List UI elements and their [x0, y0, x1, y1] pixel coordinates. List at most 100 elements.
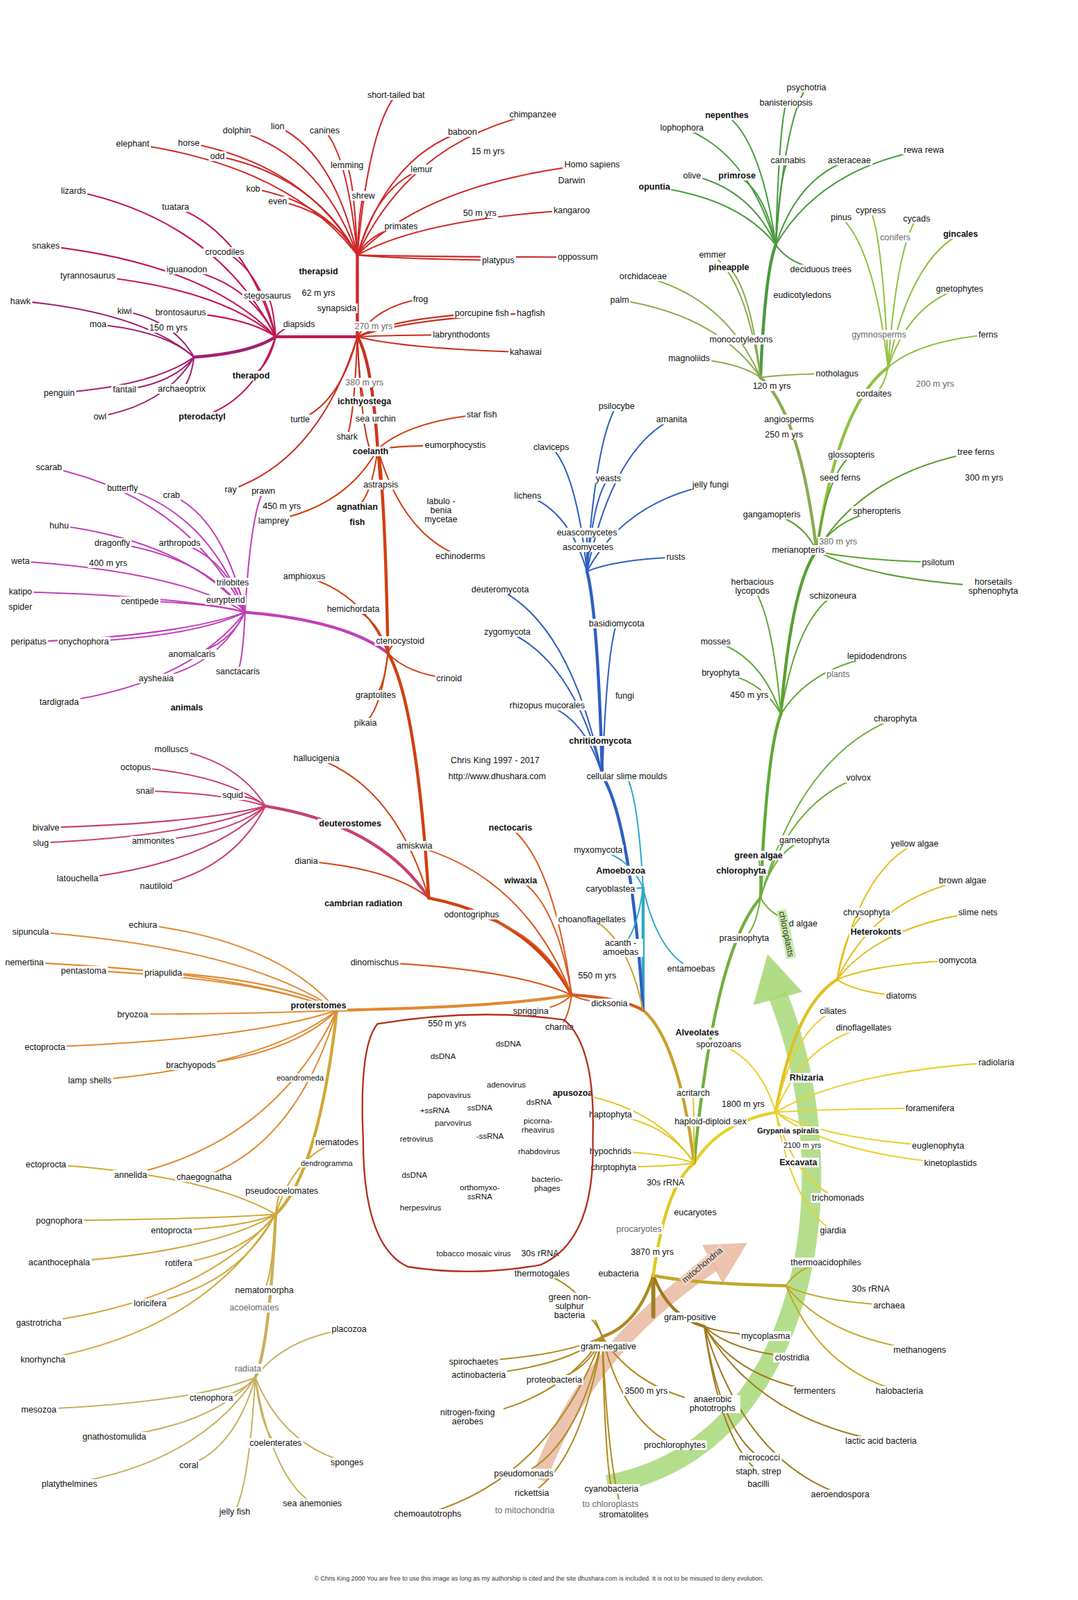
tree-label: sea urchin: [354, 413, 398, 424]
tree-label: cordaites: [855, 388, 894, 399]
branch-line: [591, 919, 643, 1011]
branch-line: [775, 87, 807, 245]
tree-label: nepenthes: [703, 110, 751, 121]
tree-label: sea anemonies: [281, 1498, 344, 1509]
tree-label: charnia: [543, 1022, 576, 1033]
tree-label: bivalve: [31, 823, 62, 833]
tree-label: palm: [609, 295, 631, 305]
tree-label: star fish: [465, 409, 499, 420]
tree-label: acritarch: [675, 1088, 712, 1099]
branch-line: [786, 1285, 920, 1351]
tree-label: apusozoa: [551, 1088, 595, 1099]
virus-label: dsDNA: [495, 1039, 522, 1049]
tree-label: platypus: [480, 255, 517, 266]
branch-line: [316, 758, 430, 899]
branch-line: [59, 612, 245, 703]
tree-label: kangaroo: [552, 205, 592, 216]
tree-label: amphioxus: [282, 571, 327, 582]
mitochondria-arrow: [539, 1263, 715, 1481]
tree-label: annelida: [112, 1170, 148, 1181]
tree-label: procaryotes: [614, 1224, 663, 1235]
chloroplast-arrowhead: [753, 954, 803, 1006]
branch-line: [520, 880, 572, 996]
branch-line: [357, 169, 422, 255]
tree-label: oomycota: [936, 955, 978, 966]
tree-label: lamprey: [256, 516, 291, 526]
tree-label: moa: [88, 319, 108, 330]
tree-label: micrococci: [737, 1453, 782, 1463]
branch-line: [816, 550, 939, 562]
tree-label: butterfly: [105, 483, 139, 494]
branch-line: [202, 336, 276, 417]
tree-label: snail: [134, 786, 156, 796]
tree-label: orchidaceae: [618, 271, 669, 282]
branch-line: [191, 1010, 337, 1066]
branch-line: [523, 1337, 603, 1474]
tree-label: kob: [244, 184, 262, 194]
tree-label: bacilli: [745, 1479, 771, 1490]
branch-line: [760, 718, 896, 899]
tree-label: labrynthodonts: [431, 329, 492, 340]
tree-label: short-tailed bat: [366, 90, 427, 101]
tree-label: trichomonads: [810, 1193, 866, 1204]
tree-label: pseudocoelomates: [243, 1186, 320, 1197]
branch-line: [836, 912, 867, 981]
tree-label: mosses: [699, 636, 733, 647]
tree-label: yeasts: [594, 473, 623, 484]
tree-label: primrose: [716, 170, 758, 181]
tree-label: scarab: [34, 462, 64, 473]
virus-label: herpesvirus: [399, 1203, 442, 1213]
tree-label: schizoneura: [808, 591, 858, 601]
branch-line: [365, 652, 388, 723]
tree-label: prasinophyta: [718, 933, 771, 944]
tree-label: huhu: [47, 520, 71, 531]
branch-line: [132, 1010, 337, 1015]
branch-line: [736, 175, 776, 246]
tree-label: magnoliids: [666, 353, 712, 364]
tree-label: gnathostomulida: [81, 1432, 148, 1442]
branch-line: [682, 127, 776, 246]
tree-label: 550 m yrs: [426, 1018, 468, 1029]
trunk-line: [428, 898, 572, 996]
branch-line: [217, 156, 358, 256]
tree-label: mesozoa: [19, 1405, 58, 1415]
tree-label: 3870 m yrs: [629, 1247, 676, 1258]
tree-label: deuteromycota: [470, 584, 531, 595]
tree-label: 200 m yrs: [914, 379, 956, 389]
tree-label: nautiloid: [138, 881, 175, 892]
tree-label: nemertina: [3, 957, 46, 968]
tree-label: giardia: [818, 1225, 849, 1236]
tree-label: lemur: [409, 164, 434, 175]
tree-label: rotifera: [163, 1258, 194, 1269]
tree-label: pognophora: [34, 1216, 85, 1226]
tree-label: monocotyledons: [707, 334, 774, 345]
branch-line: [728, 267, 761, 378]
branch-line: [500, 589, 603, 776]
virus-label: dsDNA: [400, 1170, 428, 1180]
tree-label: ciliates: [818, 1006, 848, 1017]
branch-line: [277, 200, 358, 255]
branch-line: [775, 1027, 864, 1113]
tree-label: 150 m yrs: [147, 322, 189, 333]
tree-label: slug: [31, 838, 51, 849]
branch-line: [888, 288, 960, 368]
tree-label: cypress: [854, 205, 887, 216]
copyright-caption: © Chris King 2000 You are free to use th…: [0, 1575, 1078, 1583]
tree-label: sporozoans: [694, 1039, 743, 1050]
tree-label: claviceps: [532, 442, 571, 453]
tree-label: hemichordata: [325, 604, 382, 615]
branch-line: [124, 311, 194, 358]
tree-label: fungi: [614, 691, 636, 701]
tree-label: radiolaria: [977, 1057, 1016, 1068]
tree-label: snakes: [30, 241, 62, 251]
tree-label: mitochondria: [679, 1245, 726, 1287]
tree-label: cannabis: [769, 155, 808, 166]
tree-label: conifers: [878, 232, 912, 243]
tree-label: 30s rRNA: [850, 1284, 892, 1295]
branch-line: [836, 912, 978, 981]
tree-label: primates: [383, 221, 420, 232]
tree-label: 400 m yrs: [87, 558, 129, 569]
branch-line: [816, 452, 976, 552]
tree-label: iguanodon: [165, 264, 209, 275]
